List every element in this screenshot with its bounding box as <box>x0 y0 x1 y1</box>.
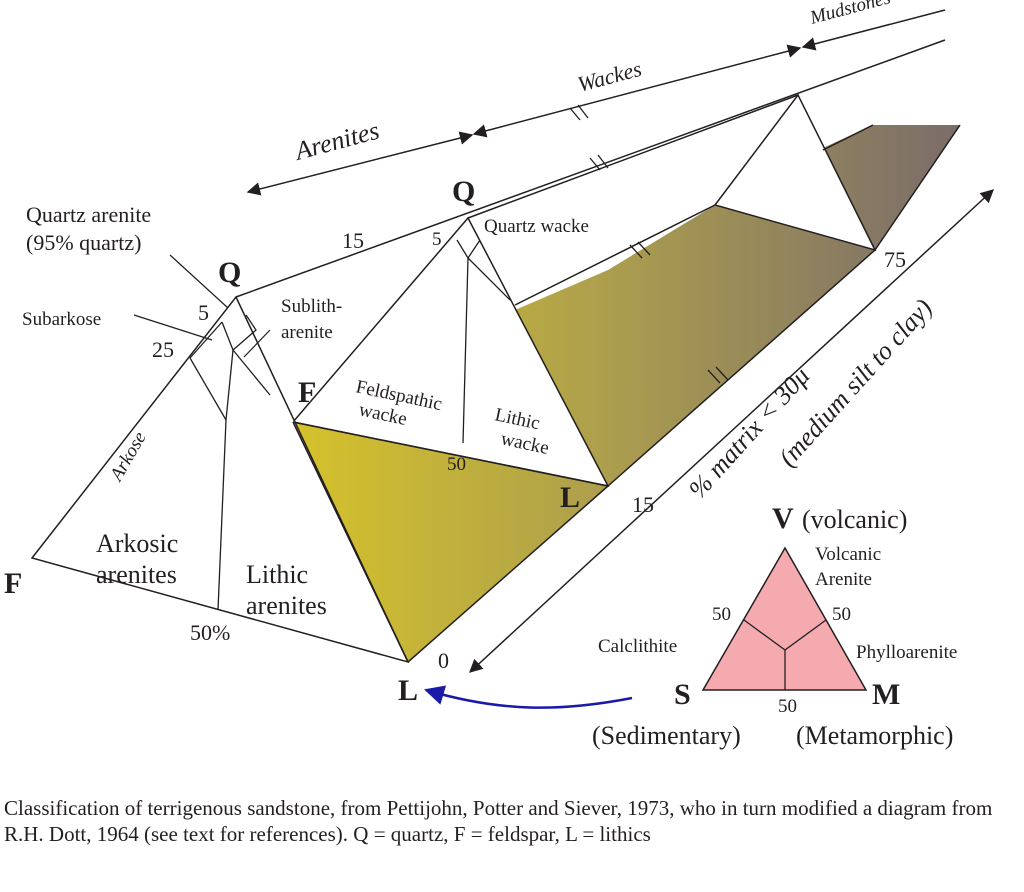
inset-phylloarenite-label: Phylloarenite <box>856 642 957 663</box>
inset-calclithite-label: Calclithite <box>598 636 677 657</box>
arenites-label: Arenites <box>290 116 382 167</box>
matrix-axis-arrow <box>469 189 994 673</box>
wackes-range-arrow <box>472 44 802 138</box>
inset-metamorphic-label: (Metamorphic) <box>796 721 953 750</box>
mudstones-label: Mudstones <box>807 0 893 29</box>
inset-value-50-bottom: 50 <box>778 696 797 717</box>
vertex-l-wacke: L <box>560 481 580 514</box>
quartz-wacke-label: Quartz wacke <box>484 216 589 237</box>
inset-volcanic-arenite-line2: Arenite <box>815 569 872 590</box>
value-50-wacke: 50 <box>447 454 466 475</box>
vertex-f-arenite: F <box>4 567 22 600</box>
quartz-arenite-percent-label: (95% quartz) <box>26 230 141 255</box>
inset-volcanic-arenite-line1: Volcanic <box>815 544 881 565</box>
subarkose-label: Subarkose <box>22 309 101 330</box>
leader-lines <box>133 254 271 358</box>
value-5-left: 5 <box>198 300 209 325</box>
inset-volcanic-label: (volcanic) <box>802 505 907 534</box>
arkosic-arenites-label-line2: arenites <box>96 560 177 589</box>
vertex-q-wacke: Q <box>452 175 475 208</box>
arenite-triangle <box>30 295 410 664</box>
sublitharenite-label-line1: Sublith- <box>281 296 342 317</box>
figure-caption: Classification of terrigenous sandstone,… <box>4 796 993 846</box>
lithic-arenites-label-line1: Lithic <box>246 560 308 589</box>
wackes-label: Wackes <box>575 56 644 97</box>
lithic-arenites-label-line2: arenites <box>246 591 327 620</box>
quartz-arenite-label: Quartz arenite <box>26 202 151 227</box>
value-15-top: 15 <box>342 228 364 253</box>
inset-value-50-left: 50 <box>712 604 731 625</box>
lithics-link-arrow <box>424 685 633 709</box>
lithics-inset-triangle <box>701 546 868 691</box>
vertex-f-wacke: F <box>298 376 316 409</box>
inset-vertex-m: M <box>872 678 900 711</box>
value-75: 75 <box>884 247 906 272</box>
inset-vertex-s: S <box>674 678 691 711</box>
vertex-l-arenite: L <box>398 674 418 707</box>
value-25: 25 <box>152 337 174 362</box>
range-arrows <box>246 9 994 673</box>
break-marks <box>569 104 729 384</box>
inset-sedimentary-label: (Sedimentary) <box>592 721 741 750</box>
vertex-q-arenite: Q <box>218 256 241 289</box>
arenites-range-arrow <box>246 131 474 196</box>
sandstone-classification-diagram: Mudstones Wackes Arenites Quartz arenite… <box>4 0 994 750</box>
value-5-wacke: 5 <box>432 229 442 250</box>
inset-value-50-right: 50 <box>832 604 851 625</box>
sublitharenite-label-line2: arenite <box>281 322 333 343</box>
inset-vertex-v: V <box>772 502 794 535</box>
value-50-percent: 50% <box>190 620 230 645</box>
arkosic-arenites-label-line1: Arkosic <box>96 529 178 558</box>
mudstones-range-arrow <box>801 9 946 51</box>
value-15-axis: 15 <box>632 492 654 517</box>
value-0: 0 <box>438 648 449 673</box>
